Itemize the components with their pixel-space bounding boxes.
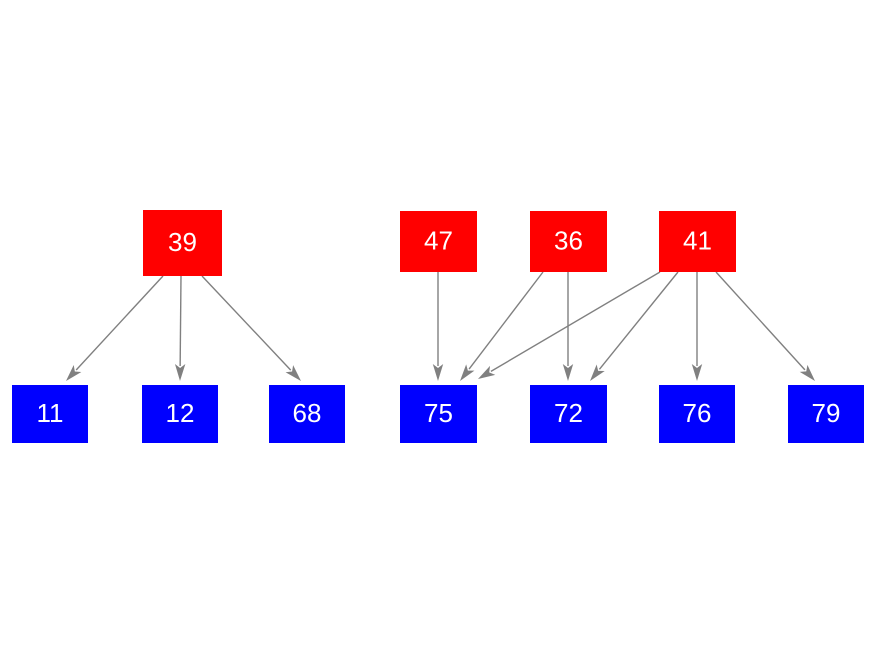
edge-39-to-12: [174, 275, 186, 381]
target-node-68[interactable]: 68: [269, 385, 345, 443]
target-node-75[interactable]: 75: [400, 385, 477, 443]
source-node-36[interactable]: 36: [530, 211, 607, 272]
edge-line: [468, 271, 544, 370]
source-node-39[interactable]: 39: [143, 210, 222, 276]
arrow-head-icon: [562, 364, 574, 381]
edge-line: [75, 275, 164, 371]
edge-41-to-72: [590, 271, 679, 381]
edge-36-to-72: [562, 272, 574, 381]
node-box[interactable]: [659, 211, 736, 272]
edge-47-to-75: [432, 272, 444, 381]
node-box[interactable]: [400, 385, 477, 443]
arrow-head-icon: [799, 364, 815, 381]
arrow-head-icon: [478, 365, 496, 379]
arrow-head-icon: [460, 364, 475, 381]
node-box[interactable]: [142, 385, 218, 443]
edge-line: [598, 271, 679, 370]
target-node-76[interactable]: 76: [659, 385, 735, 443]
edge-36-to-75: [460, 271, 544, 381]
edge-39-to-68: [201, 275, 301, 381]
arrow-head-icon: [691, 364, 703, 381]
node-box[interactable]: [788, 385, 864, 443]
edge-41-to-75: [478, 271, 661, 379]
node-box[interactable]: [530, 211, 607, 272]
edge-41-to-76: [691, 272, 703, 381]
arrow-head-icon: [285, 365, 301, 381]
node-box[interactable]: [269, 385, 345, 443]
arrow-head-icon: [174, 363, 186, 381]
arrow-head-icon: [590, 364, 605, 381]
arrow-head-icon: [66, 364, 82, 381]
edge-41-to-79: [715, 271, 815, 381]
source-node-47[interactable]: 47: [400, 211, 477, 272]
node-box[interactable]: [143, 210, 222, 276]
edges-layer: [66, 271, 815, 381]
target-node-79[interactable]: 79: [788, 385, 864, 443]
target-node-12[interactable]: 12: [142, 385, 218, 443]
arrow-head-icon: [432, 364, 444, 381]
edge-39-to-11: [66, 275, 164, 381]
edge-line: [201, 275, 292, 371]
node-box[interactable]: [400, 211, 477, 272]
target-node-72[interactable]: 72: [530, 385, 607, 443]
node-box[interactable]: [659, 385, 735, 443]
target-node-11[interactable]: 11: [12, 385, 88, 443]
node-box[interactable]: [12, 385, 88, 443]
edge-line: [490, 271, 661, 373]
source-node-41[interactable]: 41: [659, 211, 736, 272]
edge-line: [179, 275, 182, 367]
edge-line: [715, 271, 806, 371]
node-box[interactable]: [530, 385, 607, 443]
